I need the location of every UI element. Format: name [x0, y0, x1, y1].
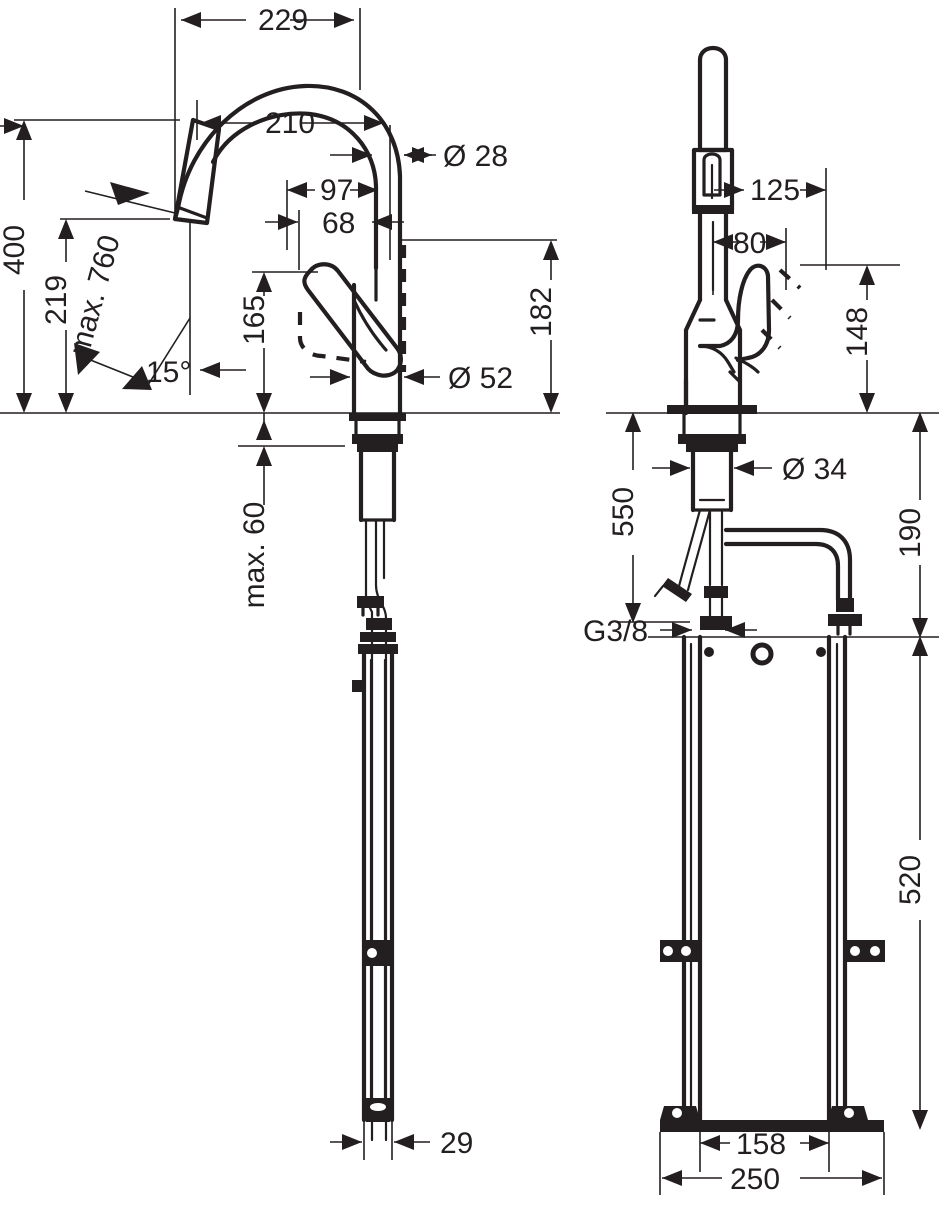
dimension-label-219: 219 — [40, 275, 73, 325]
dimension-label-80: 80 — [733, 227, 766, 260]
dimension-80: 80 — [712, 227, 787, 295]
dimension-label-dia28: Ø 28 — [443, 140, 508, 173]
dimension-dia52: Ø 52 — [310, 362, 513, 395]
dimension-520: 520 — [894, 636, 928, 1130]
dimension-label-182: 182 — [525, 287, 558, 337]
dimension-label-550: 550 — [607, 487, 640, 537]
dimension-max60: max. 60 — [238, 413, 345, 608]
dimension-label-g38: G3/8 — [583, 615, 648, 648]
dimension-label-190: 190 — [894, 508, 927, 558]
dimension-229: 229 — [174, 4, 361, 215]
dimension-158: 158 — [699, 1122, 830, 1172]
dimension-400: 400 — [0, 118, 180, 413]
side-view-faucet-body — [648, 45, 939, 1132]
dimension-label-29: 29 — [440, 1127, 473, 1160]
dimension-15deg: 15° — [146, 220, 246, 395]
dimension-label-dia52: Ø 52 — [448, 362, 513, 395]
dimension-550: 550 — [607, 412, 690, 623]
dimension-190: 190 — [894, 412, 928, 638]
dimension-label-210: 210 — [265, 107, 315, 140]
dimension-g38: G3/8 — [583, 615, 757, 648]
dimension-label-148: 148 — [841, 307, 874, 357]
dimension-dia28: Ø 28 — [330, 140, 508, 173]
dimension-125: 125 — [714, 168, 827, 270]
dimension-219: 219 — [40, 218, 170, 413]
dimension-label-520: 520 — [894, 855, 927, 905]
dimension-250: 250 — [659, 1132, 885, 1196]
dimension-68: 68 — [265, 207, 404, 270]
dimension-label-68: 68 — [322, 207, 355, 240]
dimension-148: 148 — [800, 264, 900, 413]
dimension-dia34: Ø 34 — [652, 453, 847, 486]
dimension-label-15deg: 15° — [146, 356, 191, 389]
pipe-clamp-right — [845, 940, 885, 962]
dimension-label-125: 125 — [750, 174, 800, 207]
pipe-clamp-left — [660, 940, 700, 962]
dimension-210: 210 — [196, 100, 391, 260]
dimension-165: 165 — [238, 271, 318, 413]
dimension-97: 97 — [286, 174, 378, 250]
dimension-label-250: 250 — [730, 1163, 780, 1196]
dimension-label-229: 229 — [258, 4, 308, 37]
dimension-label-165: 165 — [238, 295, 271, 345]
dimension-label-97: 97 — [320, 174, 353, 207]
dimension-182: 182 — [400, 239, 559, 413]
front-view-faucet-body — [172, 83, 407, 1142]
dimension-label-max60: max. 60 — [238, 502, 271, 609]
dimension-label-158: 158 — [736, 1128, 786, 1161]
dimension-label-dia34: Ø 34 — [782, 453, 847, 486]
dimension-label-400: 400 — [0, 225, 31, 275]
dimension-29: 29 — [330, 1122, 473, 1160]
